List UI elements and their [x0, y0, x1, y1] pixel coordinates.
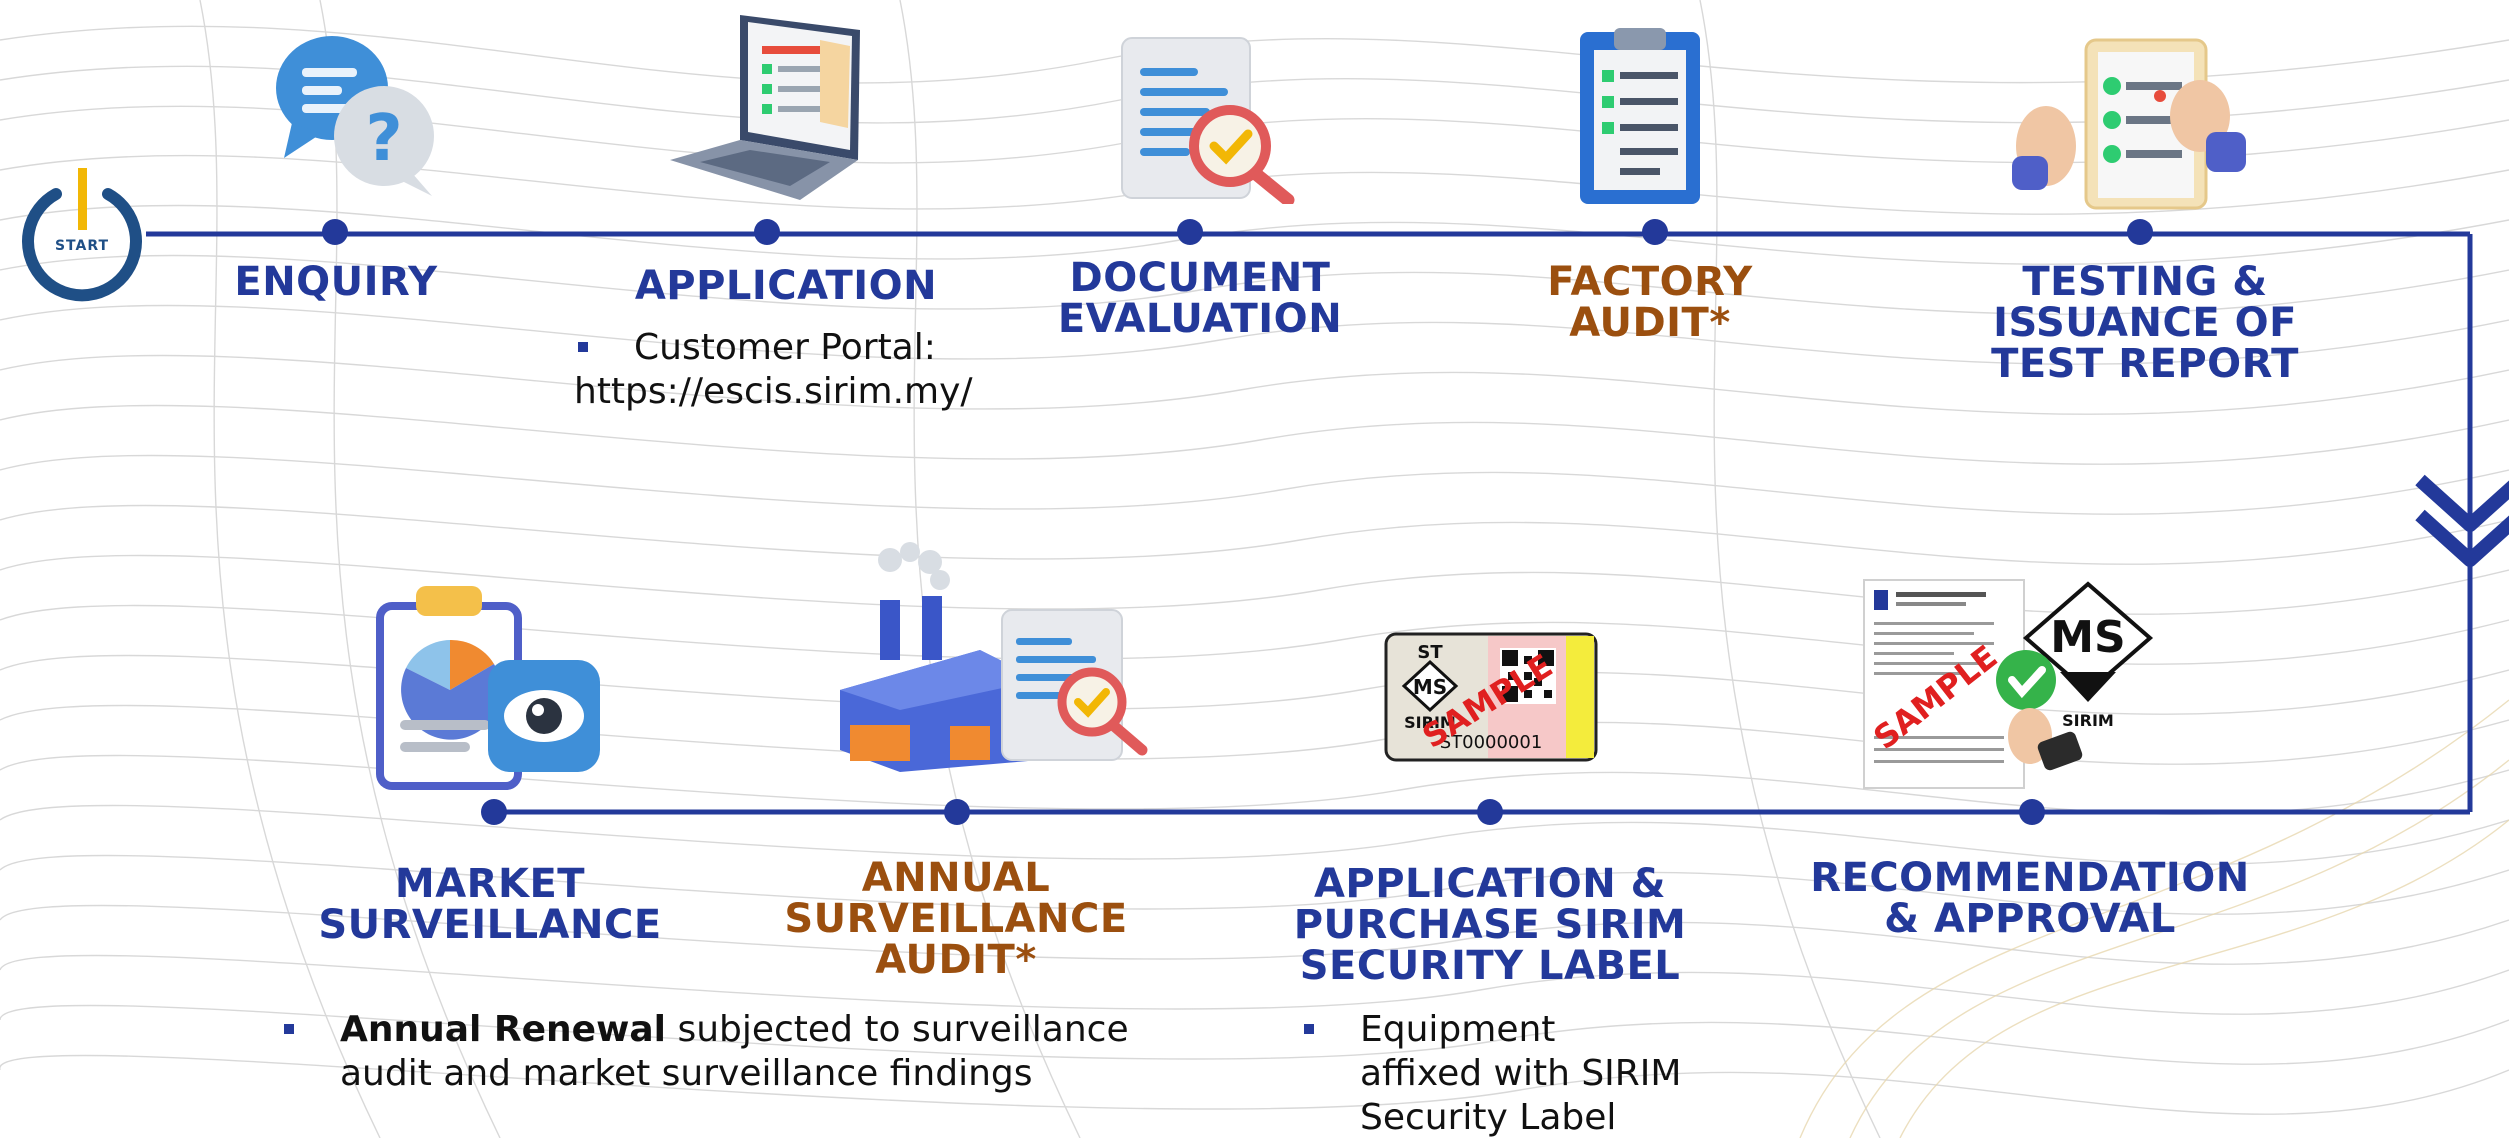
- market-note-line-2: audit and market surveillance findings: [340, 1053, 1033, 1094]
- svg-text:?: ?: [365, 102, 402, 176]
- label-note-line-2: affixed with SIRIM: [1360, 1053, 1682, 1094]
- step-title-document-evaluation: DOCUMENT EVALUATION: [1040, 258, 1360, 340]
- step-title-application: APPLICATION: [616, 266, 956, 307]
- chat-question-icon: ?: [276, 36, 434, 196]
- doc-eval-line-2: EVALUATION: [1057, 295, 1343, 342]
- step-title-security-label: APPLICATION & PURCHASE SIRIM SECURITY LA…: [1270, 864, 1710, 986]
- report-eye-icon: [376, 586, 600, 790]
- label-note-line-1: Equipment: [1360, 1009, 1556, 1050]
- label-st: ST: [1417, 642, 1443, 663]
- step-title-recommendation: RECOMMENDATION & APPROVAL: [1770, 858, 2290, 940]
- factory-line-2: AUDIT*: [1569, 299, 1731, 346]
- label-note: Equipment affixed with SIRIM Security La…: [1360, 1008, 1760, 1140]
- start-label: START: [55, 238, 109, 254]
- enquiry-label: ENQUIRY: [234, 259, 438, 305]
- label-line-3: SECURITY LABEL: [1299, 942, 1681, 989]
- step-title-annual-audit: ANNUAL SURVEILLANCE AUDIT*: [776, 858, 1136, 980]
- application-note: Customer Portal: https://escis.sirim.my/: [574, 326, 1004, 414]
- factory-magnifier-icon: [840, 542, 1148, 772]
- label-ms: MS: [1413, 675, 1447, 699]
- step-title-factory-audit: FACTORY AUDIT*: [1510, 262, 1790, 344]
- label-line-1: APPLICATION &: [1313, 861, 1667, 907]
- bullet-square: [578, 342, 588, 352]
- certificate-sirim: SIRIM: [2062, 711, 2114, 730]
- market-line-1: MARKET: [394, 861, 586, 907]
- step-title-enquiry: ENQUIRY: [226, 262, 446, 303]
- application-note-line-2[interactable]: https://escis.sirim.my/: [574, 371, 973, 412]
- clipboard-checklist-icon: [1580, 28, 1700, 204]
- application-note-line-1: Customer Portal:: [634, 327, 936, 368]
- doc-eval-line-1: DOCUMENT: [1069, 255, 1331, 301]
- hand-checklist-icon: [2012, 38, 2246, 210]
- start-power-icon: START: [22, 168, 142, 302]
- chevron-down-icon: [2415, 474, 2509, 567]
- market-note: Annual Renewal subjected to surveillance…: [340, 1008, 1240, 1096]
- testing-line-2: ISSUANCE OF: [1993, 299, 2297, 346]
- certificate-approval-icon: SAMPLE MS SIRIM: [1863, 579, 2154, 789]
- bullet-square: [284, 1024, 294, 1034]
- label-line-2: PURCHASE SIRIM: [1293, 901, 1687, 948]
- market-note-bold: Annual Renewal: [340, 1009, 666, 1050]
- certificate-ms: MS: [2050, 612, 2125, 663]
- laptop-form-icon: [670, 15, 860, 200]
- step-title-market-surveillance: MARKET SURVEILLANCE: [300, 864, 680, 946]
- annual-line-1: ANNUAL: [861, 855, 1051, 901]
- step-title-testing: TESTING & ISSUANCE OF TEST REPORT: [1960, 262, 2330, 384]
- testing-line-1: TESTING &: [2022, 259, 2268, 305]
- label-sirim: SIRIM: [1404, 713, 1456, 732]
- recommend-line-1: RECOMMENDATION: [1810, 855, 2250, 901]
- market-note-line-1: Annual Renewal subjected to surveillance: [340, 1008, 1240, 1052]
- label-note-line-3: Security Label: [1360, 1097, 1617, 1138]
- annual-line-3: AUDIT*: [875, 936, 1037, 983]
- label-serial: ST0000001: [1440, 732, 1543, 753]
- security-label-icon: ST MS SIRIM ST0000001 SAMPLE: [1384, 632, 1598, 762]
- recommend-line-2: & APPROVAL: [1884, 895, 2176, 942]
- application-label: APPLICATION: [634, 263, 938, 309]
- bullet-square: [1304, 1024, 1314, 1034]
- market-line-2: SURVEILLANCE: [318, 901, 662, 948]
- document-magnifier-icon: [1121, 37, 1295, 204]
- market-note-rest: subjected to surveillance: [666, 1009, 1129, 1050]
- annual-line-2: SURVEILLANCE: [784, 895, 1128, 942]
- factory-line-1: FACTORY: [1547, 259, 1753, 305]
- testing-line-3: TEST REPORT: [1991, 340, 2299, 387]
